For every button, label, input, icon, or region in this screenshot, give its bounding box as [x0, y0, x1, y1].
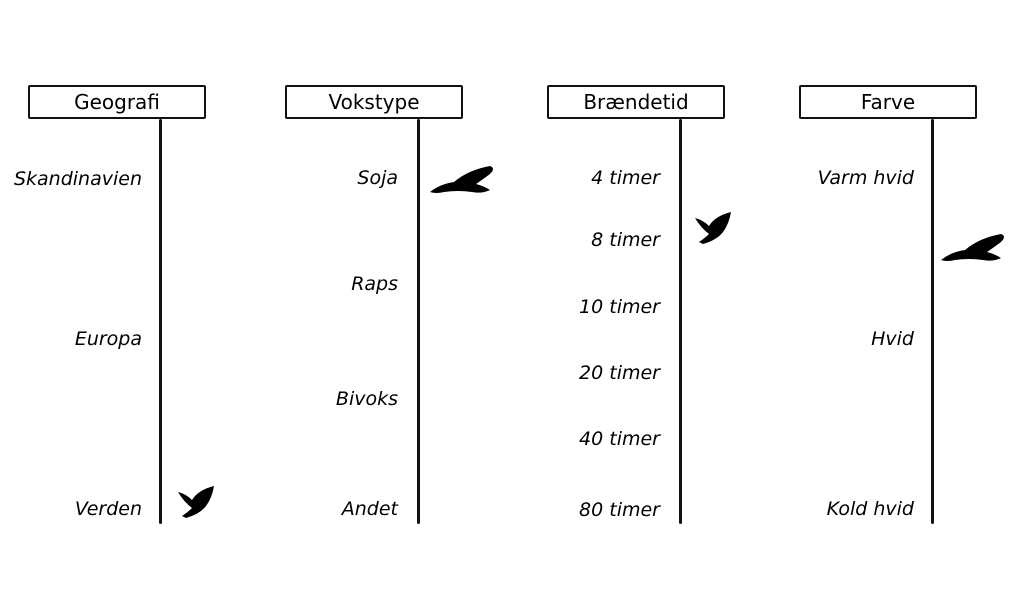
option-europa[interactable]: Europa — [74, 328, 142, 350]
option-40-timer[interactable]: 40 timer — [579, 428, 660, 450]
option-andet[interactable]: Andet — [341, 498, 398, 520]
option-soja[interactable]: Soja — [357, 167, 398, 189]
option-skandinavien[interactable]: Skandinavien — [13, 168, 142, 190]
slider-title-vokstype: Vokstype — [285, 85, 463, 119]
option-kold-hvid[interactable]: Kold hvid — [826, 498, 914, 520]
option-4-timer[interactable]: 4 timer — [591, 167, 660, 189]
slider-title-geografi: Geografi — [28, 85, 206, 119]
option-verden[interactable]: Verden — [74, 498, 142, 520]
bird-flapping-icon[interactable] — [693, 210, 735, 248]
option-raps[interactable]: Raps — [351, 273, 398, 295]
option-bivoks[interactable]: Bivoks — [335, 388, 398, 410]
bird-gliding-icon[interactable] — [428, 164, 498, 196]
slider-title-braendetid: Brændetid — [547, 85, 725, 119]
slider-track-geografi[interactable] — [159, 119, 162, 524]
slider-track-vokstype[interactable] — [417, 119, 420, 524]
slider-track-braendetid[interactable] — [679, 119, 682, 524]
bird-gliding-icon[interactable] — [939, 232, 1009, 264]
option-hvid[interactable]: Hvid — [871, 328, 914, 350]
option-10-timer[interactable]: 10 timer — [579, 296, 660, 318]
slider-title-farve: Farve — [799, 85, 977, 119]
slider-track-farve[interactable] — [931, 119, 934, 524]
option-8-timer[interactable]: 8 timer — [591, 229, 660, 251]
option-varm-hvid[interactable]: Varm hvid — [817, 167, 914, 189]
option-20-timer[interactable]: 20 timer — [579, 362, 660, 384]
bird-flapping-icon[interactable] — [176, 484, 218, 522]
option-80-timer[interactable]: 80 timer — [579, 499, 660, 521]
